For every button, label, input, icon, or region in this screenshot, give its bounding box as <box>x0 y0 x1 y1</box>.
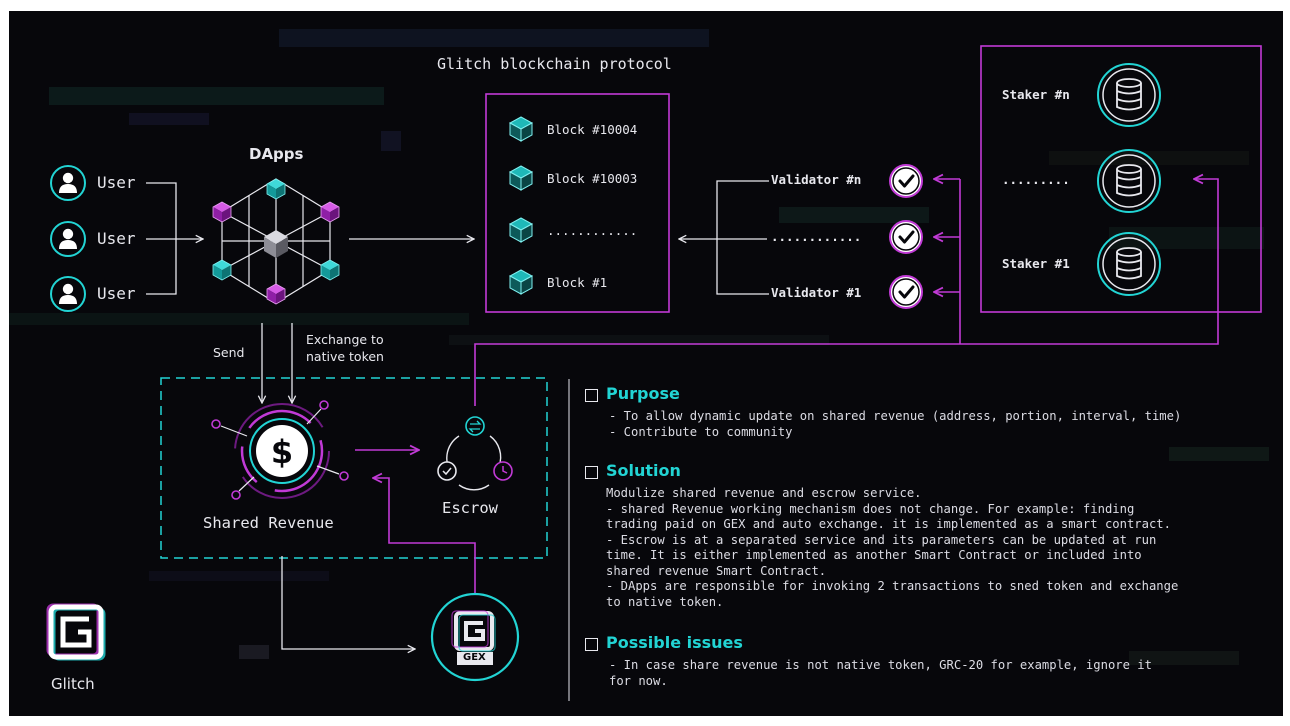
bg-streak <box>239 645 269 659</box>
gex-logo-text: GEX <box>463 652 486 663</box>
user-icon <box>50 165 86 201</box>
user-label: User <box>97 284 136 303</box>
staker-label: ......... <box>1002 172 1070 187</box>
exchange-label: native token <box>306 349 384 364</box>
bg-streak <box>129 113 209 125</box>
database-icon <box>1097 232 1161 296</box>
blockchain-box <box>485 93 670 313</box>
send-label: Send <box>213 345 245 360</box>
bg-streak <box>449 335 829 345</box>
brand-name: Glitch <box>51 675 95 693</box>
svg-text:$: $ <box>271 433 293 471</box>
dapp-cube-icon <box>320 259 340 281</box>
escrow-label: Escrow <box>442 499 498 517</box>
solution-line: shared revenue Smart Contract. <box>606 564 827 578</box>
bg-streak <box>279 29 709 47</box>
gex-to-revenue-arrow <box>373 478 476 559</box>
dapp-cube-icon <box>212 259 232 281</box>
staker-label: Staker #n <box>1002 87 1070 102</box>
dapps-label: DApps <box>249 145 304 163</box>
validator-label: ............ <box>771 229 862 244</box>
check-icon <box>888 163 924 199</box>
block-label: Block #10004 <box>547 122 638 137</box>
dapp-cube-icon <box>266 283 286 305</box>
bg-streak <box>149 571 329 581</box>
flow-diagram: $ <box>46 45 1262 701</box>
exchange-label: Exchange to <box>306 332 384 347</box>
solution-title: Solution <box>606 461 681 480</box>
diagram-title: Glitch blockchain protocol <box>437 55 672 73</box>
revenue-module-box <box>160 377 548 559</box>
solution-line: - Escrow is at a separated service and i… <box>606 533 1157 547</box>
solution-line: - shared Revenue working mechanism does … <box>606 502 1135 516</box>
issues-line: for now. <box>609 674 668 688</box>
solution-line: Modulize shared revenue and escrow servi… <box>606 486 922 500</box>
dapp-center-cube-icon <box>264 230 288 258</box>
issues-checkbox-icon <box>585 638 598 651</box>
gex-logo-icon <box>430 592 520 682</box>
block-label: Block #1 <box>547 275 608 290</box>
database-icon <box>1097 149 1161 213</box>
solution-checkbox-icon <box>585 466 598 479</box>
diagram-canvas: $ <box>9 11 1283 716</box>
validator-label: Validator #1 <box>771 285 862 300</box>
bg-streak <box>9 313 469 325</box>
solution-line: trading paid on GEX and auto exchange. i… <box>606 517 1171 531</box>
block-icon <box>509 165 533 191</box>
database-icon <box>1097 63 1161 127</box>
issues-title: Possible issues <box>606 633 743 652</box>
staker-to-validator-connector <box>934 179 961 344</box>
bg-streak <box>1109 227 1264 249</box>
purpose-title: Purpose <box>606 384 680 403</box>
validator-connector <box>716 180 769 295</box>
user-label: User <box>97 229 136 248</box>
glitch-logo-icon <box>46 603 106 661</box>
block-icon <box>509 269 533 295</box>
staker-label: Staker #1 <box>1002 256 1070 271</box>
user-icon <box>50 276 86 312</box>
issues-line: - In case share revenue is not native to… <box>609 658 1152 672</box>
block-label: Block #10003 <box>547 171 638 186</box>
dollar-coin-icon: $ <box>211 400 349 500</box>
bg-streak <box>49 87 384 105</box>
check-icon <box>888 274 924 310</box>
user-icon <box>50 221 86 257</box>
bg-streak <box>381 131 401 151</box>
validator-label: Validator #n <box>771 172 862 187</box>
dapp-cube-icon <box>320 201 340 223</box>
bg-streak <box>779 207 929 223</box>
block-label: ............ <box>547 223 638 238</box>
staker-box <box>980 45 1262 313</box>
user-label: User <box>97 173 136 192</box>
purpose-checkbox-icon <box>585 389 598 402</box>
check-icon <box>888 219 924 255</box>
solution-line: - DApps are responsible for invoking 2 t… <box>606 579 1179 593</box>
escrow-to-staker-line <box>474 179 1219 406</box>
escrow-cycle-icon <box>437 416 513 491</box>
purpose-line: - To allow dynamic update on shared reve… <box>609 409 1182 423</box>
dapp-cube-icon <box>266 178 286 200</box>
bg-streak <box>1129 651 1239 665</box>
solution-line: time. It is either implemented as anothe… <box>606 548 1142 562</box>
bg-streak <box>1169 447 1269 461</box>
block-icon <box>509 217 533 243</box>
purpose-line: - Contribute to community <box>609 425 793 439</box>
dapp-cube-icon <box>212 201 232 223</box>
block-icon <box>509 116 533 142</box>
shared-revenue-label: Shared Revenue <box>203 514 334 532</box>
revenue-to-gex-arrow <box>281 556 415 649</box>
solution-line: to native token. <box>606 595 724 609</box>
